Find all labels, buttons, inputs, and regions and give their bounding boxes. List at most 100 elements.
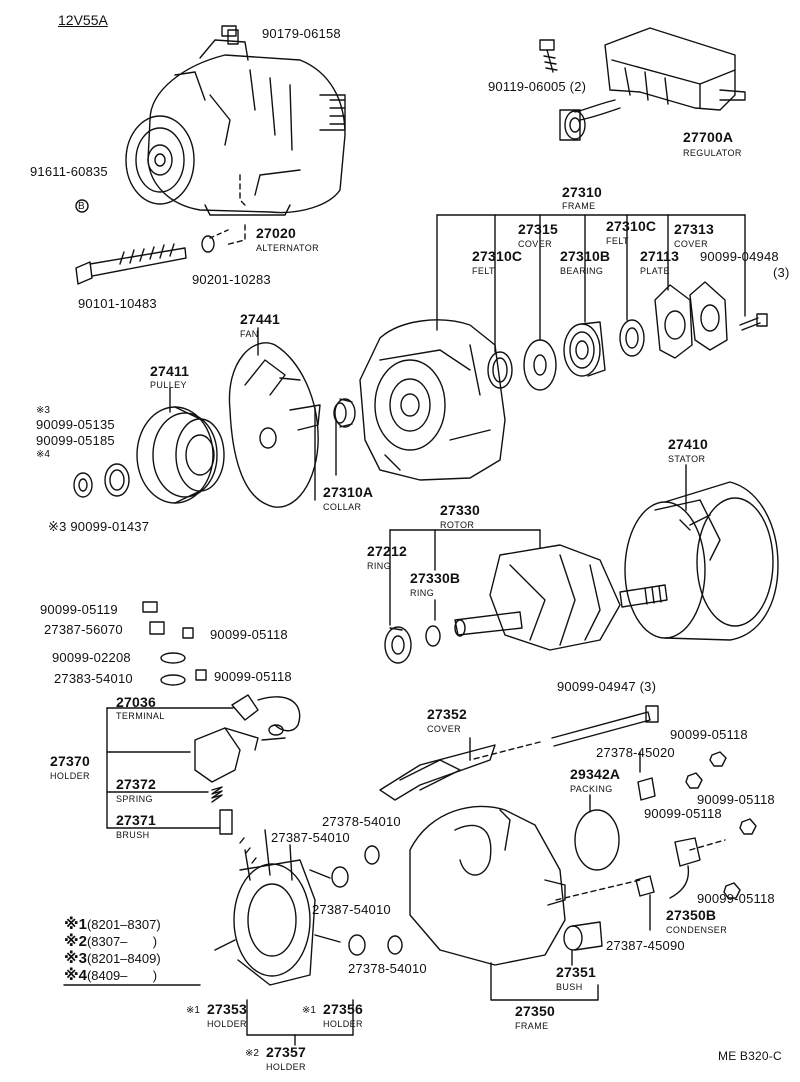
label-90099-02208: 90099-02208: [52, 650, 131, 665]
drive-frame-27310: [359, 319, 506, 481]
label-27313: 27313: [674, 221, 714, 237]
cover-27352: [379, 744, 496, 801]
fan-27441: [228, 342, 321, 508]
label-90179: 90179-06158: [262, 26, 341, 41]
label-90099-01437: ※3 90099-01437: [48, 519, 150, 534]
mark-1-b: ※1: [302, 1005, 316, 1016]
washer-90201: [201, 235, 215, 253]
cover-27315: [523, 339, 557, 391]
label-27310: 27310: [562, 184, 602, 200]
label-90099-05118-c: 90099-05118: [670, 727, 748, 742]
stator-27410: [624, 481, 779, 641]
label-27387-54010-b: 27387-54010: [312, 902, 391, 917]
label-27113: 27113: [640, 248, 680, 264]
bush-27351: [563, 921, 603, 951]
label-90099-04948: 90099-04948: [700, 249, 779, 264]
screw-90179: [221, 25, 237, 37]
mark-1-a: ※1: [186, 1005, 200, 1016]
diagram-code: ME B320-C: [718, 1049, 782, 1063]
label-27351: 27351: [556, 964, 596, 980]
label-27020: 27020: [256, 225, 296, 241]
label-27315: 27315: [518, 221, 558, 237]
name-stator: STATOR: [668, 454, 706, 464]
name-condenser: CONDENSER: [666, 925, 728, 935]
ring-27212: [384, 626, 412, 664]
label-27036: 27036: [116, 694, 156, 710]
rotor-27330: [454, 544, 668, 651]
name-packing: PACKING: [570, 784, 613, 794]
name-holder-27356: HOLDER: [323, 1019, 363, 1029]
name-bearing: BEARING: [560, 266, 604, 276]
nuts-right: [685, 751, 757, 899]
insulator-27387-45090: [635, 875, 655, 897]
name-holder-27353: HOLDER: [207, 1019, 247, 1029]
label-27371: 27371: [116, 812, 156, 828]
long-bolt-90101: [75, 243, 187, 285]
model-title: 12V55A: [58, 12, 108, 28]
label-90099-05185: 90099-05185: [36, 433, 115, 448]
label-90119: 90119-06005 (2): [488, 79, 587, 94]
name-alternator: ALTERNATOR: [256, 243, 320, 253]
legend-row-2: ※2(8307– ): [64, 933, 158, 950]
felt-27310c-left: [487, 351, 513, 389]
label-27350: 27350: [515, 1003, 555, 1019]
terminal-27036: [231, 694, 301, 741]
collar-27310a: [333, 398, 356, 428]
long-bolt-90099-04947: [469, 705, 659, 761]
name-ring-27212: RING: [367, 561, 392, 571]
packing-29342a: [574, 809, 620, 871]
small-hardware-left: [142, 601, 207, 686]
label-27330b: 27330B: [410, 570, 461, 586]
label-27387-45090: 27387-45090: [606, 938, 685, 953]
label-27441: 27441: [240, 311, 280, 327]
legend-row-4: ※4(8409– ): [64, 967, 158, 984]
label-90099-05135: 90099-05135: [36, 417, 115, 432]
label-27212: 27212: [367, 543, 407, 559]
name-brush: BRUSH: [116, 830, 150, 840]
name-regulator: REGULATOR: [683, 148, 742, 158]
label-27356: 27356: [323, 1001, 363, 1017]
screw-90099-04948: [739, 313, 768, 331]
label-27310a: 27310A: [323, 484, 374, 500]
mark-b: B: [78, 201, 85, 212]
label-90099-05119: 90099-05119: [40, 602, 118, 617]
label-27353: 27353: [207, 1001, 247, 1017]
label-29342a: 29342A: [570, 766, 621, 782]
mark-2: ※2: [245, 1048, 259, 1059]
regulator-drawing: [559, 27, 746, 141]
label-27330: 27330: [440, 502, 480, 518]
name-collar: COLLAR: [323, 502, 362, 512]
label-27352: 27352: [427, 706, 467, 722]
label-27700a: 27700A: [683, 129, 734, 145]
name-cover-27352: COVER: [427, 724, 462, 734]
name-rotor: ROTOR: [440, 520, 475, 530]
name-pulley: PULLEY: [150, 380, 187, 390]
mark-b-circle: [75, 199, 89, 213]
name-cover-27313: COVER: [674, 239, 709, 249]
felt-27310c-right: [619, 319, 645, 357]
label-27410: 27410: [668, 436, 708, 452]
name-plate: PLATE: [640, 266, 670, 276]
label-27310c-right: 27310C: [606, 218, 657, 234]
label-27387-56070: 27387-56070: [44, 622, 123, 637]
pulley-27411: [136, 406, 225, 504]
mark-4: ※4: [36, 449, 50, 460]
name-terminal: TERMINAL: [116, 711, 165, 721]
insulators-middle: [331, 845, 403, 956]
label-90101: 90101-10483: [78, 296, 157, 311]
label-27378-45020: 27378-45020: [596, 745, 675, 760]
name-holder-27370: HOLDER: [50, 771, 90, 781]
legend-row-3: ※3(8201–8409): [64, 950, 161, 967]
label-90099-05118-d: 90099-05118: [697, 792, 775, 807]
rear-frame-27350: [409, 805, 566, 966]
label-27411: 27411: [150, 363, 190, 379]
applicability-legend: ※1(8201–8307) ※2(8307– ) ※3(8201–8409) ※…: [64, 916, 161, 984]
label-91611: 91611-60835: [30, 164, 108, 179]
label-27387-54010-a: 27387-54010: [271, 830, 350, 845]
cover-27313: [689, 281, 728, 351]
condenser-27350b: [669, 837, 726, 899]
name-holder-27357: HOLDER: [266, 1062, 306, 1072]
insulator-27378-45020: [637, 777, 656, 801]
